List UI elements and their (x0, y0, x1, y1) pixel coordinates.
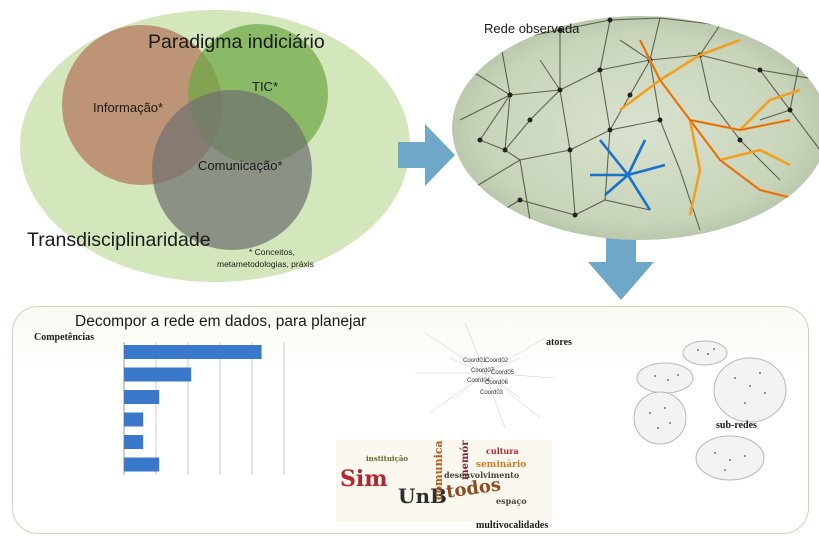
comunicacao-circle (152, 90, 312, 250)
subredes-graph (633, 340, 787, 481)
bar (124, 367, 192, 382)
arrow-right-icon (398, 124, 455, 186)
cloud-word: cultura (486, 446, 519, 456)
subredes-label: sub-redes (716, 420, 757, 431)
panel-title: Decompor a rede em dados, para planejar (75, 313, 367, 330)
multivocalidades-label: multivocalidades (476, 520, 549, 531)
top-diagram (20, 10, 819, 300)
cloud-word: instituição (366, 454, 409, 463)
chart-label: Competências (34, 332, 94, 343)
actor-node: Coord05 (491, 370, 515, 376)
atores-edges (415, 322, 556, 429)
cloud-word: espaço (496, 496, 527, 506)
cloud-word: desenvolvimento (444, 470, 520, 480)
actor-node: Coord06 (485, 380, 509, 386)
tic-label: TIC* (252, 79, 278, 94)
venn-title: Paradigma indiciário (148, 31, 325, 53)
bar (124, 412, 144, 427)
network-title: Rede observada (484, 21, 580, 36)
word-cloud: Sim UnB todos comunicação memória seminá… (336, 440, 552, 522)
atores-graph: Coord01 Coord02 Coord03 Coord04 Coord05 … (405, 318, 565, 436)
cloud-word: UnB (398, 484, 447, 508)
comunicacao-label: Comunicação* (198, 158, 283, 173)
actor-node: Coord01 (463, 358, 487, 364)
actor-node: Coord03 (480, 390, 504, 396)
footnote-line2: metametodologias, práxis (217, 259, 314, 269)
bar (124, 390, 160, 404)
informacao-label: Informação* (93, 100, 164, 115)
cloud-word: seminário (476, 460, 527, 470)
atores-label: atores (546, 337, 572, 348)
competencias-bar-chart (123, 342, 285, 475)
actor-node: Coord04 (467, 378, 491, 384)
bar (124, 345, 262, 359)
footnote-line1: * Conceitos, (249, 247, 295, 257)
network-photo (452, 16, 819, 240)
arrow-down-icon (588, 238, 654, 300)
cloud-word: Sim (340, 466, 388, 492)
actor-node: Coord07 (471, 368, 495, 374)
bar (124, 435, 144, 449)
actor-node: Coord02 (485, 358, 509, 364)
bar (124, 457, 160, 472)
transdisciplinaridade-label: Transdisciplinaridade (27, 229, 211, 251)
